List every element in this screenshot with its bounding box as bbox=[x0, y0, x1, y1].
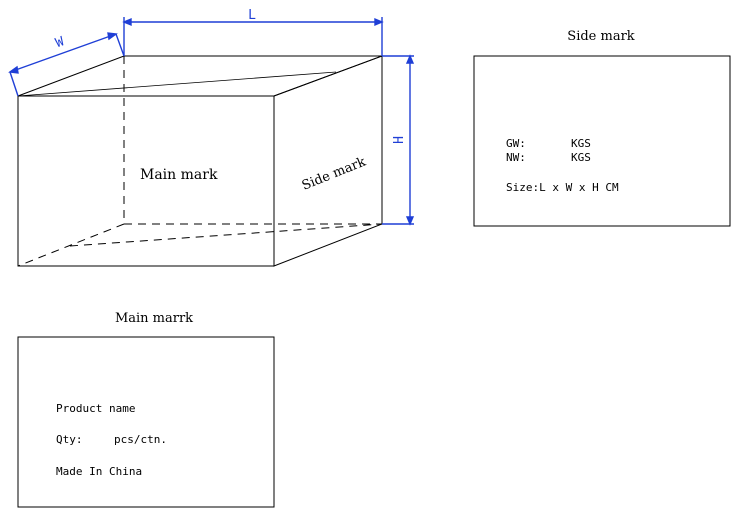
main-panel-product: Product name bbox=[56, 402, 135, 415]
box-right-face bbox=[273, 55, 383, 267]
side-panel-gw-label: GW: bbox=[506, 137, 526, 150]
box-hidden-edges bbox=[17, 56, 383, 267]
side-panel-nw-label: NW: bbox=[506, 151, 526, 164]
main-panel-qty-label: Qty: bbox=[56, 433, 83, 446]
dimension-height bbox=[382, 54, 415, 226]
side-panel-nw-unit: KGS bbox=[571, 151, 591, 164]
side-panel-frame bbox=[473, 55, 731, 227]
dimension-width bbox=[8, 32, 125, 97]
box-top-inner-line bbox=[17, 71, 337, 97]
main-panel-qty-unit: pcs/ctn. bbox=[114, 433, 167, 446]
side-mark-panel: Side mark GW: KGS NW: KGS Size:L x W x H… bbox=[473, 29, 731, 227]
main-panel-origin: Made In China bbox=[56, 465, 142, 478]
main-panel-title: Main marrk bbox=[115, 311, 193, 326]
dimension-length-label: L bbox=[248, 8, 256, 23]
main-face-label: Main mark bbox=[140, 167, 218, 183]
main-mark-panel: Main marrk Product name Qty: pcs/ctn. Ma… bbox=[17, 311, 275, 508]
dimension-width-label: W bbox=[54, 34, 67, 51]
dimension-height-label: H bbox=[392, 136, 407, 144]
dimension-lines bbox=[8, 17, 415, 226]
main-panel-frame bbox=[17, 336, 275, 508]
carton-box bbox=[17, 55, 383, 267]
side-panel-gw-unit: KGS bbox=[571, 137, 591, 150]
dimension-length bbox=[122, 17, 384, 56]
side-panel-size: Size:L x W x H CM bbox=[506, 181, 619, 194]
side-panel-title: Side mark bbox=[567, 29, 635, 44]
side-face-label: Side mark bbox=[300, 155, 368, 194]
